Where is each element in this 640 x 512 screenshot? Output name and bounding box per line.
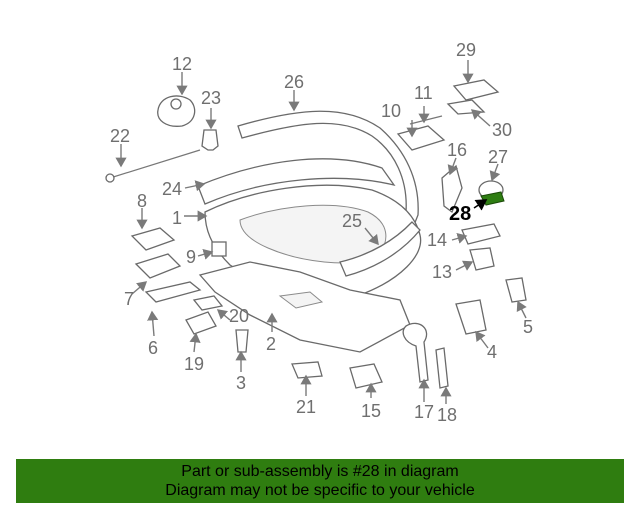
part-12-pin — [170, 98, 182, 110]
part-29 — [452, 79, 500, 101]
callout-13: 13 — [432, 262, 452, 282]
part-15-block — [349, 363, 383, 389]
part-8-pad — [130, 227, 176, 251]
part-2-cutout — [278, 291, 324, 309]
callout-7: 7 — [124, 289, 134, 309]
part-18-strip — [435, 347, 449, 389]
callout-15: 15 — [361, 401, 381, 421]
callout-9: 9 — [186, 247, 196, 267]
callout-5: 5 — [523, 317, 533, 337]
info-banner: Part or sub-assembly is #28 in diagram D… — [16, 459, 624, 503]
callout-29: 29 — [456, 40, 476, 60]
callout-4: 4 — [487, 342, 497, 362]
callout-22: 22 — [110, 126, 130, 146]
part-17-strap — [402, 322, 429, 383]
callout-2: 2 — [266, 334, 276, 354]
callout-14: 14 — [427, 230, 447, 250]
callout-18: 18 — [437, 405, 457, 425]
part-5 — [505, 277, 527, 303]
part-23-clip — [201, 129, 219, 151]
part-25-channel — [339, 221, 421, 277]
banner-line-1: Part or sub-assembly is #28 in diagram — [181, 463, 459, 480]
part-7-bracket — [134, 253, 182, 279]
callout-23: 23 — [201, 88, 221, 108]
part-22-end — [105, 173, 115, 183]
part-6-hinge — [144, 281, 202, 303]
callout-28: 28 — [449, 203, 471, 225]
callout-10: 10 — [381, 101, 401, 121]
callout-3: 3 — [236, 373, 246, 393]
callout-27: 27 — [488, 147, 508, 167]
callout-16: 16 — [447, 140, 467, 160]
callout-8: 8 — [137, 191, 147, 211]
callout-20: 20 — [229, 306, 249, 326]
part-22-rod — [109, 149, 201, 179]
callout-30: 30 — [492, 120, 512, 140]
part-3-screw — [235, 329, 249, 353]
part-30 — [446, 99, 486, 115]
callout-12: 12 — [172, 54, 192, 74]
callout-26: 26 — [284, 72, 304, 92]
part-21-bracket — [291, 361, 323, 379]
callout-21: 21 — [296, 397, 316, 417]
banner-line-2: Diagram may not be specific to your vehi… — [165, 482, 475, 499]
callout-6: 6 — [148, 338, 158, 358]
part-11 — [409, 115, 443, 125]
part-12 — [157, 95, 196, 127]
callout-25: 25 — [342, 211, 362, 231]
callout-24: 24 — [162, 179, 182, 199]
part-13 — [469, 247, 495, 271]
part-24-rail — [197, 158, 396, 205]
part-20 — [192, 295, 224, 311]
parts-diagram: 12 23 22 26 24 1 25 8 9 7 6 19 20 3 2 21… — [105, 40, 533, 425]
callout-1: 1 — [172, 208, 182, 228]
part-19 — [185, 311, 217, 335]
callout-19: 19 — [184, 354, 204, 374]
part-10 — [396, 125, 446, 151]
part-4 — [455, 299, 487, 335]
callout-11: 11 — [414, 83, 433, 103]
part-14 — [461, 223, 501, 245]
part-9-cap — [211, 241, 227, 257]
callout-17: 17 — [414, 402, 434, 422]
